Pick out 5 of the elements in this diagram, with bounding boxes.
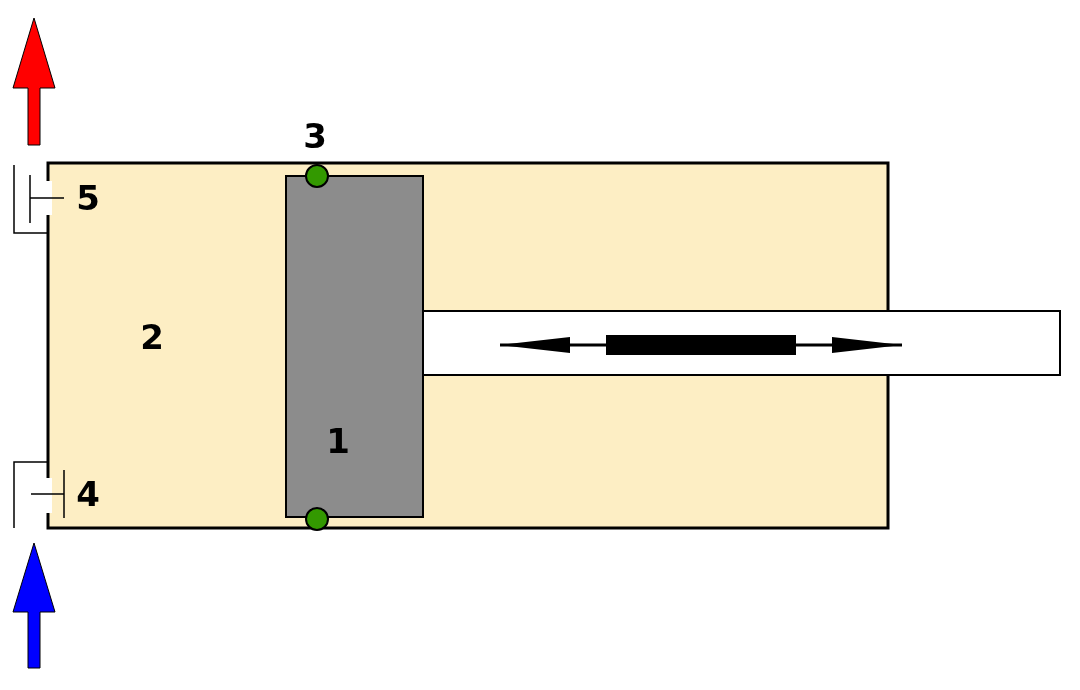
callout-number: 4: [76, 477, 100, 511]
callout-number: 1: [326, 424, 350, 458]
callout-number: 5: [76, 181, 100, 215]
callout-number: 2: [140, 320, 164, 354]
callout-number: 3: [303, 119, 327, 153]
